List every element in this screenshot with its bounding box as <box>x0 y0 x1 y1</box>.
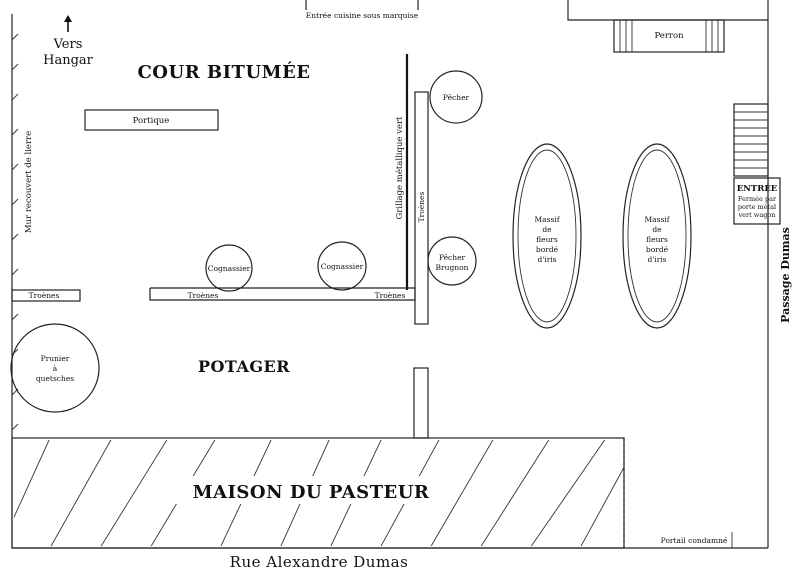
flowerbed-1-line5: d'iris <box>537 255 556 264</box>
street-label: Rue Alexandre Dumas <box>230 553 409 571</box>
pastor-house-label: MAISON DU PASTEUR <box>193 482 430 503</box>
quince-tree-2-label: Cognassier <box>321 262 364 271</box>
flowerbed-2-line4: bordé <box>646 245 669 254</box>
privet-hedge-left <box>11 289 81 302</box>
entrance-steps <box>733 103 769 177</box>
porch-label: Perron <box>654 31 684 41</box>
flowerbed-2-line2: de <box>652 225 662 234</box>
to-hangar-label-line1: Vers <box>53 37 83 52</box>
brugnon-peach-label-line1: Pêcher <box>439 253 466 262</box>
entrance-note-line2: porte métal <box>738 203 776 211</box>
brugnon-peach-tree <box>427 236 477 286</box>
flowerbed-1-line3: fleurs <box>536 235 558 244</box>
portico-label: Portique <box>133 116 170 126</box>
arrow-up-icon <box>64 15 72 32</box>
paved-yard-label: COUR BITUMÉE <box>137 60 310 83</box>
flowerbed-1-line4: bordé <box>536 245 559 254</box>
pastor-house <box>11 437 625 549</box>
portico-box <box>84 109 219 131</box>
kitchen-entrance-label: Entrée cuisine sous marquise <box>306 11 419 20</box>
privets-mid-label: Troènes <box>188 291 219 300</box>
plum-tree <box>10 323 100 413</box>
flowerbed-2 <box>622 143 692 329</box>
privet-hedge-vertical <box>414 91 429 325</box>
flowerbed-2-line3: fleurs <box>646 235 668 244</box>
ivy-marks <box>11 33 19 431</box>
plum-tree-label-line1: Prunier <box>41 354 70 363</box>
garden-post <box>413 367 429 439</box>
privets-left-label: Troènes <box>29 291 60 300</box>
passage-label: Passage Dumas <box>779 227 792 323</box>
entrance-note-line3: vert wagon <box>737 211 775 219</box>
entrance-note-line1: Fermée par <box>738 195 777 203</box>
condemned-gate-label: Portail condamné <box>661 536 728 545</box>
quince-tree-1-label: Cognassier <box>208 264 251 273</box>
flowerbed-1 <box>512 143 582 329</box>
entrance-box <box>733 177 781 225</box>
left-wall-label: Mur recouvert de lierre <box>24 131 34 233</box>
flowerbed-1-line2: de <box>542 225 552 234</box>
privets-right-label: Troènes <box>375 291 406 300</box>
porch-steps <box>613 19 725 53</box>
metal-fence-label: Grillage métallique vert <box>394 116 405 220</box>
privets-vertical-label: Troènes <box>417 192 426 223</box>
plum-tree-label-line2: à <box>53 364 58 373</box>
flowerbed-1-line1: Massif <box>534 215 560 224</box>
vegetable-garden-label: POTAGER <box>198 357 290 376</box>
plum-tree-label-line3: quetsches <box>36 374 74 383</box>
to-hangar-label-line2: Hangar <box>43 53 94 68</box>
entrance-title: ENTRÉE <box>737 182 778 194</box>
house-outline <box>567 0 768 21</box>
flowerbed-2-line5: d'iris <box>647 255 666 264</box>
quince-tree-1 <box>205 244 253 292</box>
privet-hedge-bottom <box>149 287 416 301</box>
flowerbed-2-line1: Massif <box>644 215 670 224</box>
peach-tree <box>429 70 483 124</box>
quince-tree-2 <box>317 241 367 291</box>
brugnon-peach-label-line2: Brugnon <box>436 263 469 272</box>
peach-tree-label: Pêcher <box>443 93 470 102</box>
